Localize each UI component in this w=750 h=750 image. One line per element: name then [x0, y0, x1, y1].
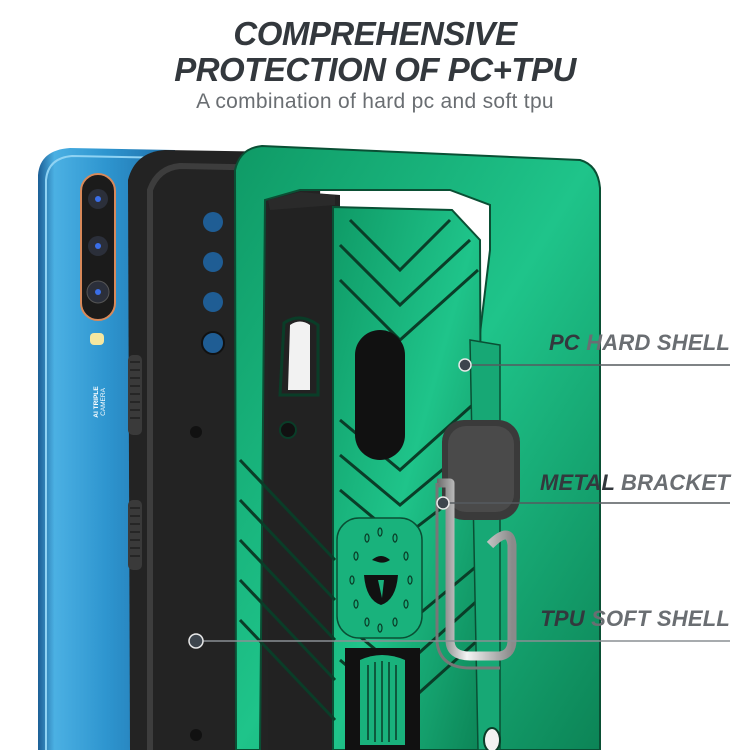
- headline-line-2: PROTECTION OF PC+TPU: [174, 51, 576, 88]
- label-metal-bracket: METAL BRACKET: [540, 470, 730, 496]
- label-rest: BRACKET: [621, 470, 730, 495]
- label-rest: SOFT SHELL: [591, 606, 730, 631]
- label-tpu-soft-shell: TPU SOFT SHELL: [540, 606, 730, 632]
- metal-ring-bracket: [435, 420, 520, 670]
- callout-metal-bracket: [436, 496, 730, 510]
- label-key: TPU: [540, 606, 585, 631]
- callout-tpu-soft-shell: [188, 633, 730, 649]
- label-pc-hard-shell: PC HARD SHELL: [549, 330, 730, 356]
- camera-label-2: CAMERA: [100, 387, 107, 415]
- label-key: PC: [548, 330, 580, 355]
- callout-pc-hard-shell: [458, 358, 730, 372]
- pc-hard-shell: [233, 144, 601, 750]
- headline-line-1: COMPREHENSIVE: [233, 15, 517, 52]
- camera-label-1: AI TRIPLE: [93, 386, 100, 418]
- label-key: METAL: [540, 470, 615, 495]
- label-rest: HARD SHELL: [586, 330, 730, 355]
- subtitle: A combination of hard pc and soft tpu: [196, 90, 554, 113]
